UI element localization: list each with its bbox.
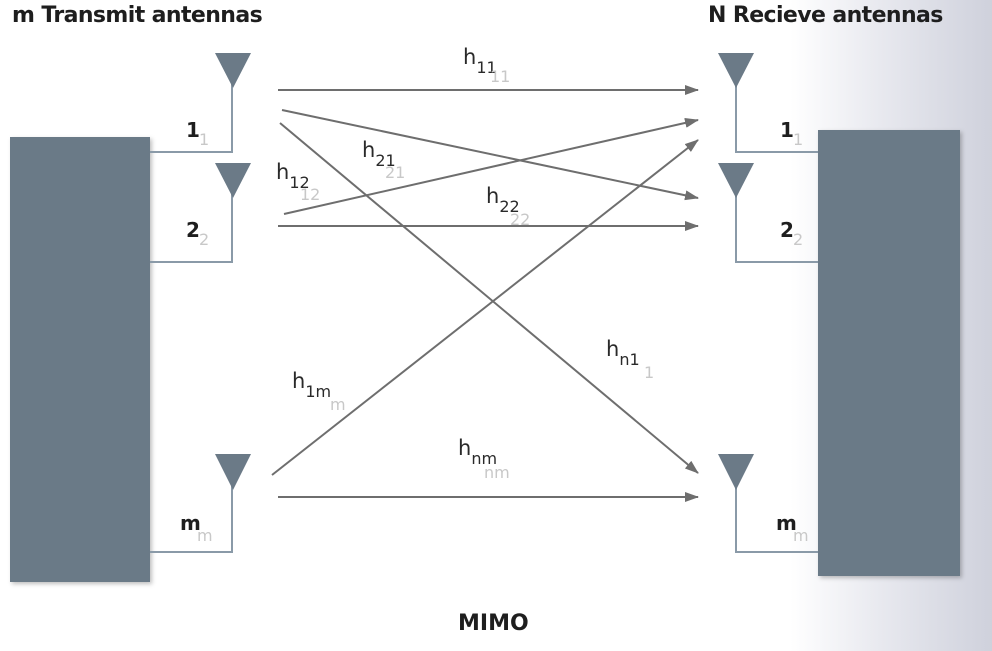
- rx-label-1-ghost: 1: [793, 130, 803, 149]
- tx-antenna-2: [150, 163, 251, 263]
- tx-antenna-1: [150, 53, 251, 153]
- tx-label-m-ghost: m: [197, 526, 213, 545]
- receiver-block: [818, 130, 960, 576]
- receive-header: N Recieve antennas: [708, 3, 943, 28]
- diagram-caption: MIMO: [458, 611, 529, 636]
- tx-label-2: 2: [186, 218, 200, 242]
- tx-antenna-m: [150, 454, 251, 553]
- svg-text:hnm: hnm: [458, 436, 497, 468]
- rx-antenna-1: [718, 53, 818, 153]
- antenna-icon: [215, 53, 251, 88]
- arrow-h21: [281, 109, 699, 201]
- antenna-icon: [215, 454, 251, 490]
- arrow-hn1: [279, 122, 699, 474]
- label-hn1: hn1 1: [606, 337, 654, 382]
- svg-text:nm: nm: [484, 463, 510, 482]
- rx-antenna-2: [718, 163, 818, 263]
- label-h22: h22 22: [486, 184, 530, 229]
- svg-text:m: m: [330, 395, 346, 414]
- tx-label-1: 1: [186, 118, 200, 142]
- rx-label-m-ghost: m: [793, 526, 809, 545]
- svg-text:12: 12: [300, 185, 320, 204]
- antenna-icon: [718, 163, 754, 198]
- svg-text:h12: h12: [276, 160, 310, 192]
- label-h1m: h1m m: [292, 369, 346, 414]
- svg-text:22: 22: [510, 210, 530, 229]
- transmit-header: m Transmit antennas: [12, 3, 263, 28]
- svg-text:21: 21: [385, 163, 405, 182]
- label-h11: h11 11: [463, 45, 510, 86]
- tx-label-2-ghost: 2: [199, 230, 209, 249]
- rx-label-1: 1: [780, 118, 794, 142]
- arrow-h1m: [271, 139, 699, 476]
- label-h21: h21 21: [362, 138, 405, 182]
- rx-antenna-m: [718, 454, 818, 553]
- svg-text:11: 11: [490, 67, 510, 86]
- rx-label-m: m: [776, 511, 797, 535]
- label-hnm: hnm nm: [458, 436, 510, 482]
- antenna-icon: [215, 163, 251, 198]
- rx-label-2-ghost: 2: [793, 230, 803, 249]
- antenna-icon: [718, 53, 754, 88]
- svg-text:h22: h22: [486, 184, 520, 216]
- svg-text:1: 1: [644, 363, 654, 382]
- tx-label-1-ghost: 1: [199, 130, 209, 149]
- svg-text:h1m: h1m: [292, 369, 331, 401]
- svg-text:hn1: hn1: [606, 337, 640, 369]
- arrow-h12: [283, 118, 699, 215]
- label-h12: h12 12: [276, 160, 320, 204]
- svg-text:h21: h21: [362, 138, 396, 170]
- rx-label-2: 2: [780, 218, 794, 242]
- antenna-icon: [718, 454, 754, 490]
- svg-text:h11: h11: [463, 45, 497, 77]
- tx-label-m: m: [180, 511, 201, 535]
- transmitter-block: [10, 137, 150, 582]
